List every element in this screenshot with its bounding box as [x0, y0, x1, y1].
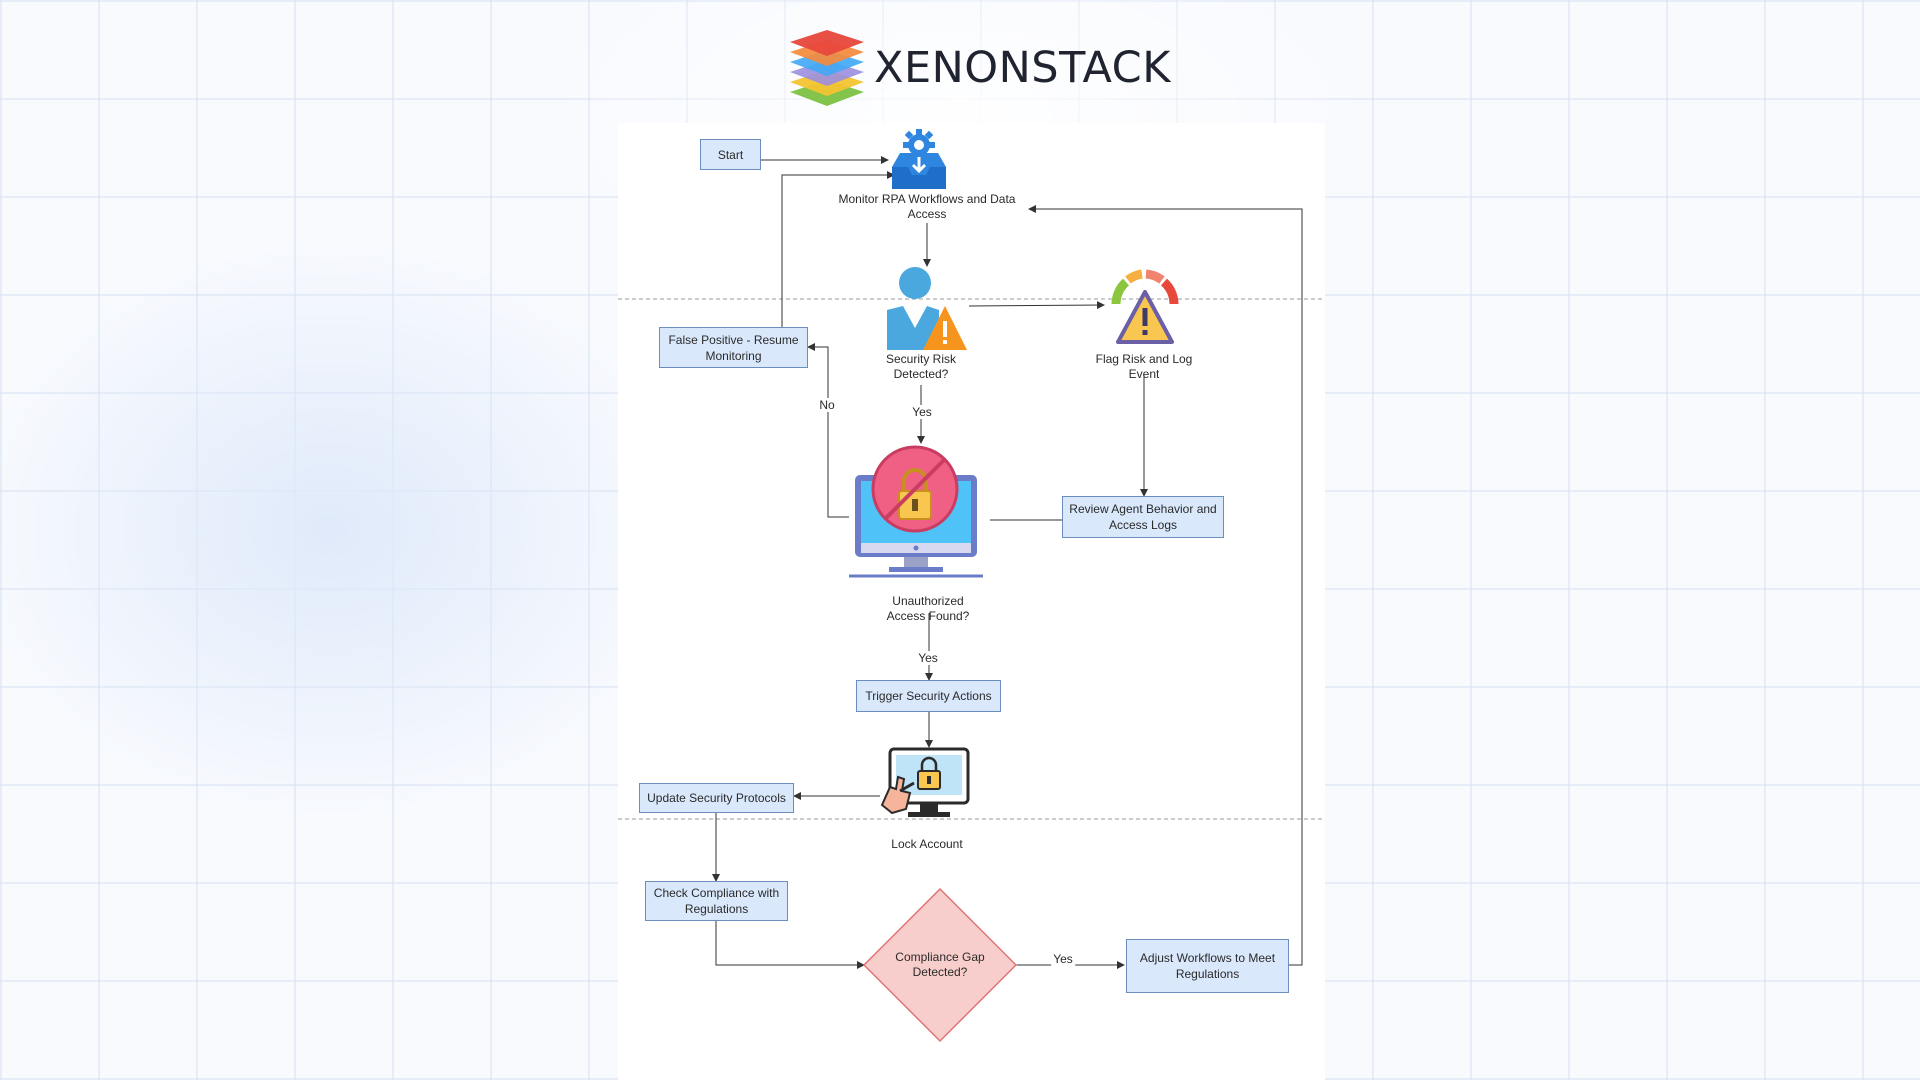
edge-falsepositive-monitor [781, 171, 895, 327]
edge-label-yes-compliance: Yes [1051, 952, 1075, 966]
check-compliance-node: Check Compliance with Regulations [645, 881, 788, 921]
monitor-lock-blocked-icon [849, 445, 983, 578]
start-node: Start [700, 139, 761, 170]
hand-click-lock-screen-icon [880, 747, 970, 817]
user-warning-icon [887, 267, 967, 350]
adjust-workflows-node: Adjust Workflows to Meet Regulations [1126, 939, 1289, 993]
edge-check-diamond [715, 920, 865, 969]
review-agent-node: Review Agent Behavior and Access Logs [1062, 496, 1224, 538]
edge-risk-flag [968, 301, 1105, 310]
update-protocols-node: Update Security Protocols [639, 783, 794, 813]
layered-stack-logo-icon [790, 30, 864, 106]
edge-label-yes-unauthorized: Yes [916, 651, 940, 665]
unauthorized-label: Unauthorized Access Found? [886, 594, 970, 623]
monitor-label: Monitor RPA Workflows and Data Access [838, 192, 1016, 221]
brand-name: XENONSTACK [874, 43, 1171, 93]
inbox-gear-icon [892, 129, 946, 189]
flag-risk-label: Flag Risk and Log Event [1095, 352, 1193, 381]
compliance-gap-diamond [862, 887, 1018, 1043]
edge-adjust-monitor [1028, 205, 1303, 966]
diagram-connectors [618, 156, 1325, 1043]
lock-account-label: Lock Account [891, 837, 963, 851]
trigger-security-node: Trigger Security Actions [856, 680, 1001, 712]
edge-label-yes-risk: Yes [910, 405, 934, 419]
brand-logo: XENONSTACK [788, 26, 1171, 110]
gauge-warning-icon [1111, 269, 1179, 344]
false-positive-node: False Positive - Resume Monitoring [659, 327, 808, 368]
edge-unauthorized-falsepositive [807, 343, 849, 518]
compliance-gap-label: Compliance Gap Detected? [895, 950, 985, 979]
security-risk-label: Security Risk Detected? [885, 352, 956, 381]
edge-label-no: No [817, 398, 837, 412]
diagram-canvas: Start Monitor RPA Workflows and Data Acc… [618, 123, 1325, 1080]
